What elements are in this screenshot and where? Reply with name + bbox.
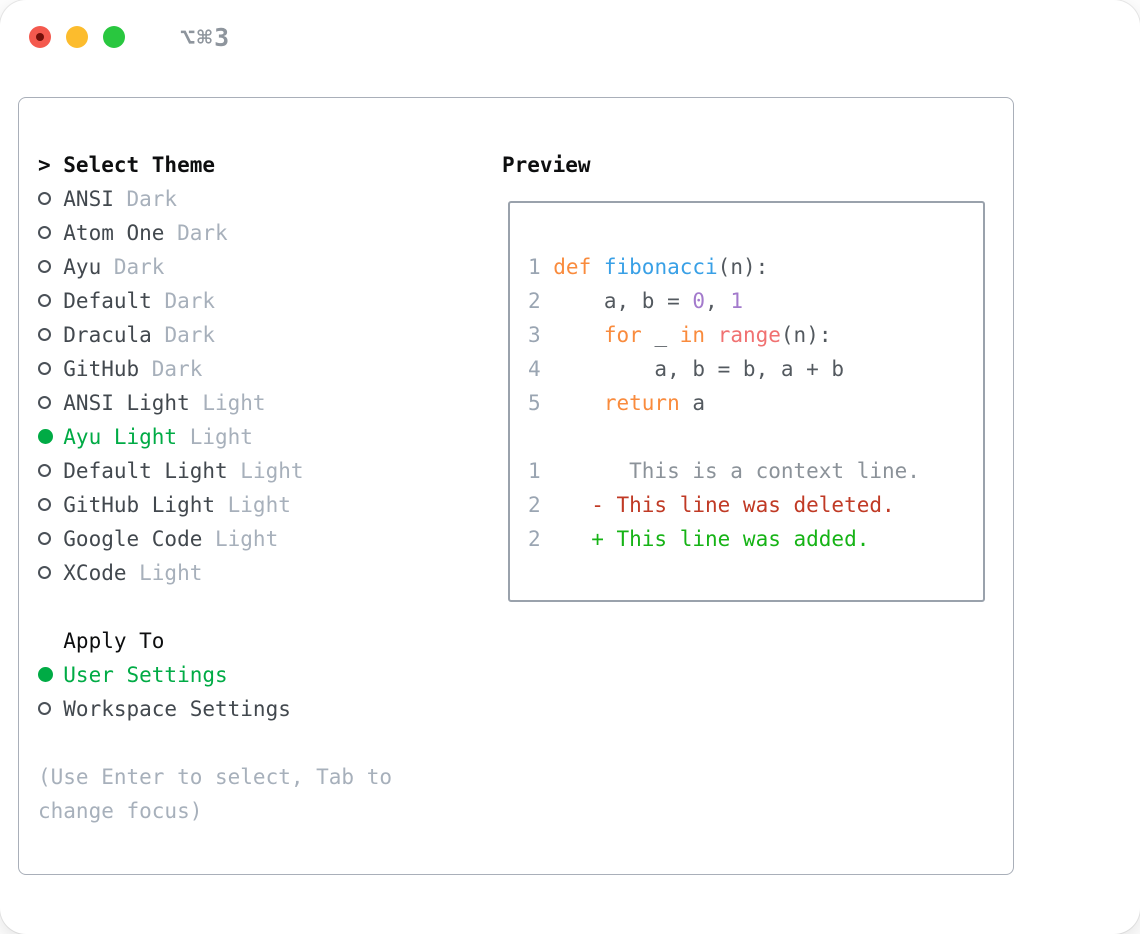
spacer — [38, 590, 502, 624]
radio-icon — [38, 216, 63, 250]
theme-name: ANSI Light — [63, 391, 190, 415]
apply-to-header: Apply To — [63, 629, 165, 653]
radio-icon — [38, 352, 63, 386]
theme-option-github[interactable]: GitHub Dark — [38, 352, 502, 386]
radio-icon — [38, 488, 63, 522]
code-line: 4 a, b = b, a + b — [528, 352, 983, 386]
theme-option-ansi-light[interactable]: ANSI Light Light — [38, 386, 502, 420]
theme-variant-tag: Dark — [151, 289, 216, 313]
spacer — [528, 420, 983, 454]
apply-option-label: User Settings — [63, 663, 228, 687]
hint-line: change focus) — [38, 799, 203, 823]
theme-name: GitHub — [63, 357, 140, 381]
theme-variant-tag: Light — [227, 459, 304, 483]
prompt-cursor: > — [38, 153, 51, 177]
close-button[interactable] — [29, 26, 51, 48]
line-number: 5 — [528, 391, 541, 415]
line-number: 4 — [528, 357, 541, 381]
theme-variant-tag: Dark — [113, 187, 178, 211]
select-theme-header: > Select Theme — [38, 148, 502, 182]
radio-icon — [38, 182, 63, 216]
theme-name: Atom One — [63, 221, 165, 245]
radio-icon — [38, 318, 63, 352]
minimize-button[interactable] — [66, 26, 88, 48]
theme-variant-tag: Dark — [164, 221, 228, 245]
hint-text: (Use Enter to select, Tab to change focus… — [38, 760, 502, 828]
line-number: 2 — [528, 527, 541, 551]
select-theme-header-label: Select Theme — [63, 153, 215, 177]
preview-header: Preview — [502, 153, 591, 177]
radio-selected-icon — [38, 420, 63, 454]
theme-option-ansi[interactable]: ANSI Dark — [38, 182, 502, 216]
apply-option-label: Workspace Settings — [63, 697, 291, 721]
radio-icon — [38, 284, 63, 318]
theme-variant-tag: Light — [202, 527, 279, 551]
radio-icon — [38, 454, 63, 488]
theme-name: Google Code — [63, 527, 203, 551]
line-number: 3 — [528, 323, 541, 347]
radio-icon — [38, 250, 63, 284]
code-line: 2 a, b = 0, 1 — [528, 284, 983, 318]
theme-name: Ayu — [63, 255, 102, 279]
theme-option-dracula[interactable]: Dracula Dark — [38, 318, 502, 352]
diff-line-context: 1 This is a context line. — [528, 454, 983, 488]
line-number: 2 — [528, 493, 541, 517]
apply-option-user-settings[interactable]: User Settings — [38, 658, 502, 692]
theme-option-default-light[interactable]: Default Light Light — [38, 454, 502, 488]
theme-variant-tag: Light — [215, 493, 291, 517]
theme-variant-tag: Dark — [139, 357, 203, 381]
theme-name: XCode — [63, 561, 127, 585]
theme-name: Default Light — [63, 459, 228, 483]
theme-name: Ayu Light — [63, 425, 178, 449]
radio-icon — [38, 692, 63, 726]
theme-option-google-code[interactable]: Google Code Light — [38, 522, 502, 556]
radio-icon — [38, 556, 63, 590]
theme-name: ANSI — [63, 187, 114, 211]
theme-name: Dracula — [63, 323, 152, 347]
theme-option-xcode[interactable]: XCode Light — [38, 556, 502, 590]
line-number: 2 — [528, 289, 541, 313]
diff-line-added: 2 + This line was added. — [528, 522, 983, 556]
theme-option-github-light[interactable]: GitHub Light Light — [38, 488, 502, 522]
theme-name: Default — [63, 289, 152, 313]
theme-variant-tag: Dark — [101, 255, 165, 279]
theme-option-ayu-light[interactable]: Ayu Light Light — [38, 420, 502, 454]
line-number: 1 — [528, 255, 541, 279]
apply-option-workspace-settings[interactable]: Workspace Settings — [38, 692, 502, 726]
window-title: ⌥⌘3 — [180, 22, 232, 52]
radio-selected-icon — [38, 658, 63, 692]
theme-option-atom-one[interactable]: Atom One Dark — [38, 216, 502, 250]
diff-line-deleted: 2 - This line was deleted. — [528, 488, 983, 522]
theme-option-ayu[interactable]: Ayu Dark — [38, 250, 502, 284]
code-line: 3 for _ in range(n): — [528, 318, 983, 352]
radio-icon — [38, 386, 63, 420]
theme-variant-tag: Dark — [151, 323, 216, 347]
theme-variant-tag: Light — [126, 561, 203, 585]
titlebar: ⌥⌘3 — [29, 23, 231, 52]
radio-icon — [38, 522, 63, 556]
theme-variant-tag: Light — [177, 425, 253, 449]
theme-option-default[interactable]: Default Dark — [38, 284, 502, 318]
theme-variant-tag: Light — [189, 391, 266, 415]
spacer — [38, 726, 502, 760]
diff-preview: 1 This is a context line.2 - This line w… — [528, 454, 983, 556]
line-number: 1 — [528, 459, 541, 483]
hint-line: (Use Enter to select, Tab to — [38, 765, 393, 789]
zoom-button[interactable] — [103, 26, 125, 48]
code-line: 5 return a — [528, 386, 983, 420]
theme-name: GitHub Light — [63, 493, 215, 517]
